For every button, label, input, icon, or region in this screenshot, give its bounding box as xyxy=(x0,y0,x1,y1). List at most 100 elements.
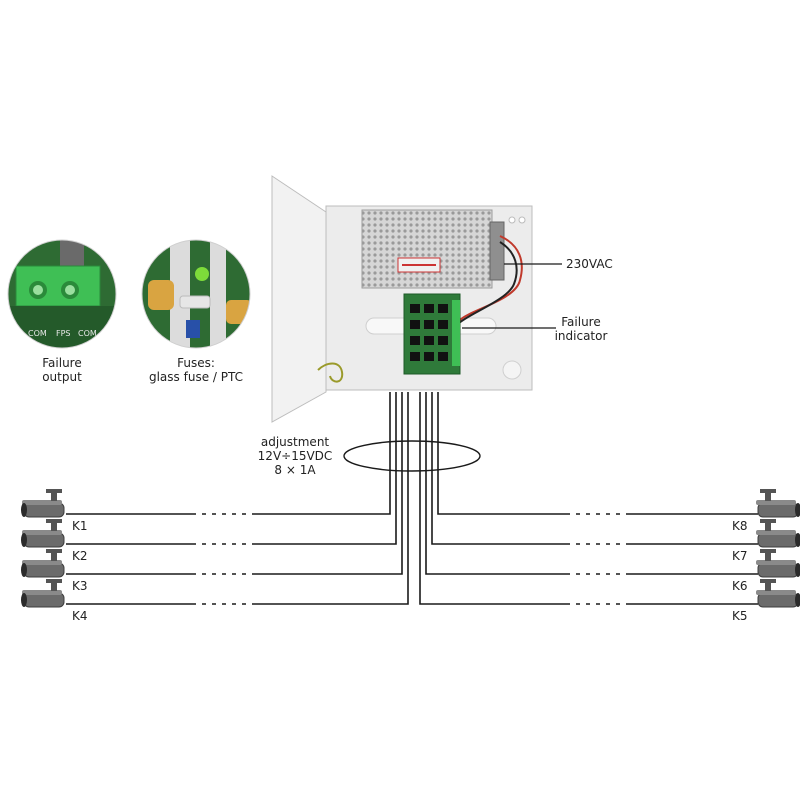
camera-mount xyxy=(51,552,57,561)
camera-lens xyxy=(795,563,800,577)
channel-label-k4: K4 xyxy=(72,609,88,623)
inset-terminal-label: S xyxy=(14,329,19,338)
camera-hood xyxy=(22,590,62,595)
psu-enclosure xyxy=(271,175,533,423)
camera-body xyxy=(757,502,799,518)
camera-hood xyxy=(22,560,62,565)
wire-k8 xyxy=(437,392,758,515)
camera-mount xyxy=(765,582,771,591)
camera-mount xyxy=(765,522,771,531)
camera-mount xyxy=(765,552,771,561)
channel-label-k2: K2 xyxy=(72,549,88,563)
channel-label-k6: K6 xyxy=(732,579,748,593)
camera-lens xyxy=(795,533,800,547)
camera-body xyxy=(23,532,65,548)
camera-lens xyxy=(21,563,27,577)
fuse-holders xyxy=(410,304,448,361)
wire-k7 xyxy=(431,392,758,545)
camera-body xyxy=(757,532,799,548)
mounting-hole xyxy=(518,216,526,224)
camera-mount xyxy=(765,492,771,501)
camera-icon xyxy=(756,579,800,608)
camera-mount-plate xyxy=(760,519,776,523)
label-failure-indicator-line2: indicator xyxy=(554,329,608,343)
camera-icon xyxy=(21,579,65,608)
camera-icon xyxy=(756,519,800,548)
camera-hood xyxy=(756,560,796,565)
camera-hood xyxy=(22,530,62,535)
camera-body xyxy=(757,592,799,608)
camera-body xyxy=(23,592,65,608)
camera-hood xyxy=(756,500,796,505)
enclosure-door xyxy=(271,175,327,423)
wire-k4 xyxy=(66,392,409,605)
wire-k2 xyxy=(66,392,397,545)
label-failure-indicator-line1: Failure xyxy=(561,315,601,329)
camera-mount-plate xyxy=(760,549,776,553)
inset-failure-output: S COM FPS COM xyxy=(7,239,117,349)
camera-body xyxy=(757,562,799,578)
label-output-spec-line2: 12V÷15VDC xyxy=(257,449,333,463)
camera-body xyxy=(23,502,65,518)
camera-mount-plate xyxy=(46,489,62,493)
cameras-right xyxy=(756,489,800,608)
label-output-spec-line3: 8 × 1A xyxy=(274,463,316,477)
camera-hood xyxy=(756,590,796,595)
camera-lens xyxy=(21,533,27,547)
wire-break-marks xyxy=(196,512,630,606)
caption-fuses-line2: glass fuse / PTC xyxy=(148,370,243,384)
camera-mount-plate xyxy=(46,579,62,583)
psu-terminal-block xyxy=(489,221,505,281)
camera-icon xyxy=(21,549,65,578)
label-output-spec: adjustment 12V÷15VDC 8 × 1A xyxy=(250,435,340,477)
mains-wire-black xyxy=(457,241,518,325)
wire-k6 xyxy=(425,392,758,575)
channel-label-k5: K5 xyxy=(732,609,748,623)
camera-lens xyxy=(795,503,800,517)
inset-terminal-label: FPS xyxy=(56,329,71,338)
channel-label-k1: K1 xyxy=(72,519,88,533)
label-failure-indicator: Failure indicator xyxy=(546,315,616,343)
caption-fuses-line1: Fuses: xyxy=(177,356,215,370)
camera-icon xyxy=(21,489,65,518)
label-230vac: 230VAC xyxy=(566,257,613,271)
camera-hood xyxy=(22,500,62,505)
camera-icon xyxy=(756,549,800,578)
inset-terminal-label: COM xyxy=(28,329,47,338)
output-cable-bundle xyxy=(66,392,758,605)
camera-lens xyxy=(795,593,800,607)
channel-label-k8: K8 xyxy=(732,519,748,533)
cameras-left xyxy=(21,489,65,608)
camera-mount xyxy=(51,522,57,531)
camera-hood xyxy=(756,530,796,535)
label-output-spec-line1: adjustment xyxy=(260,435,330,449)
caption-fuses: Fuses: glass fuse / PTC xyxy=(136,356,256,384)
channel-label-k3: K3 xyxy=(72,579,88,593)
ground-wire-icon xyxy=(317,362,344,383)
fuse-board-terminals xyxy=(452,300,460,366)
caption-failure-output-line2: output xyxy=(42,370,82,384)
inset-fuses xyxy=(141,239,251,349)
caption-failure-output-line1: Failure xyxy=(42,356,82,370)
mains-wire-red xyxy=(459,235,523,321)
camera-lens xyxy=(21,593,27,607)
wire-k5 xyxy=(419,392,758,605)
caption-failure-output: Failure output xyxy=(22,356,102,384)
camera-lens xyxy=(21,503,27,517)
wire-k1 xyxy=(66,392,391,515)
camera-icon xyxy=(21,519,65,548)
camera-mount xyxy=(51,492,57,501)
camera-mount-plate xyxy=(760,489,776,493)
camera-icon xyxy=(756,489,800,518)
camera-mount-plate xyxy=(46,519,62,523)
mounting-hole xyxy=(508,216,516,224)
camera-mount xyxy=(51,582,57,591)
wire-k3 xyxy=(66,392,403,575)
inset-terminal-label: COM xyxy=(78,329,97,338)
tamper-switch xyxy=(502,360,522,380)
channel-label-k7: K7 xyxy=(732,549,748,563)
camera-mount-plate xyxy=(46,549,62,553)
camera-mount-plate xyxy=(760,579,776,583)
psu-module xyxy=(361,209,493,289)
